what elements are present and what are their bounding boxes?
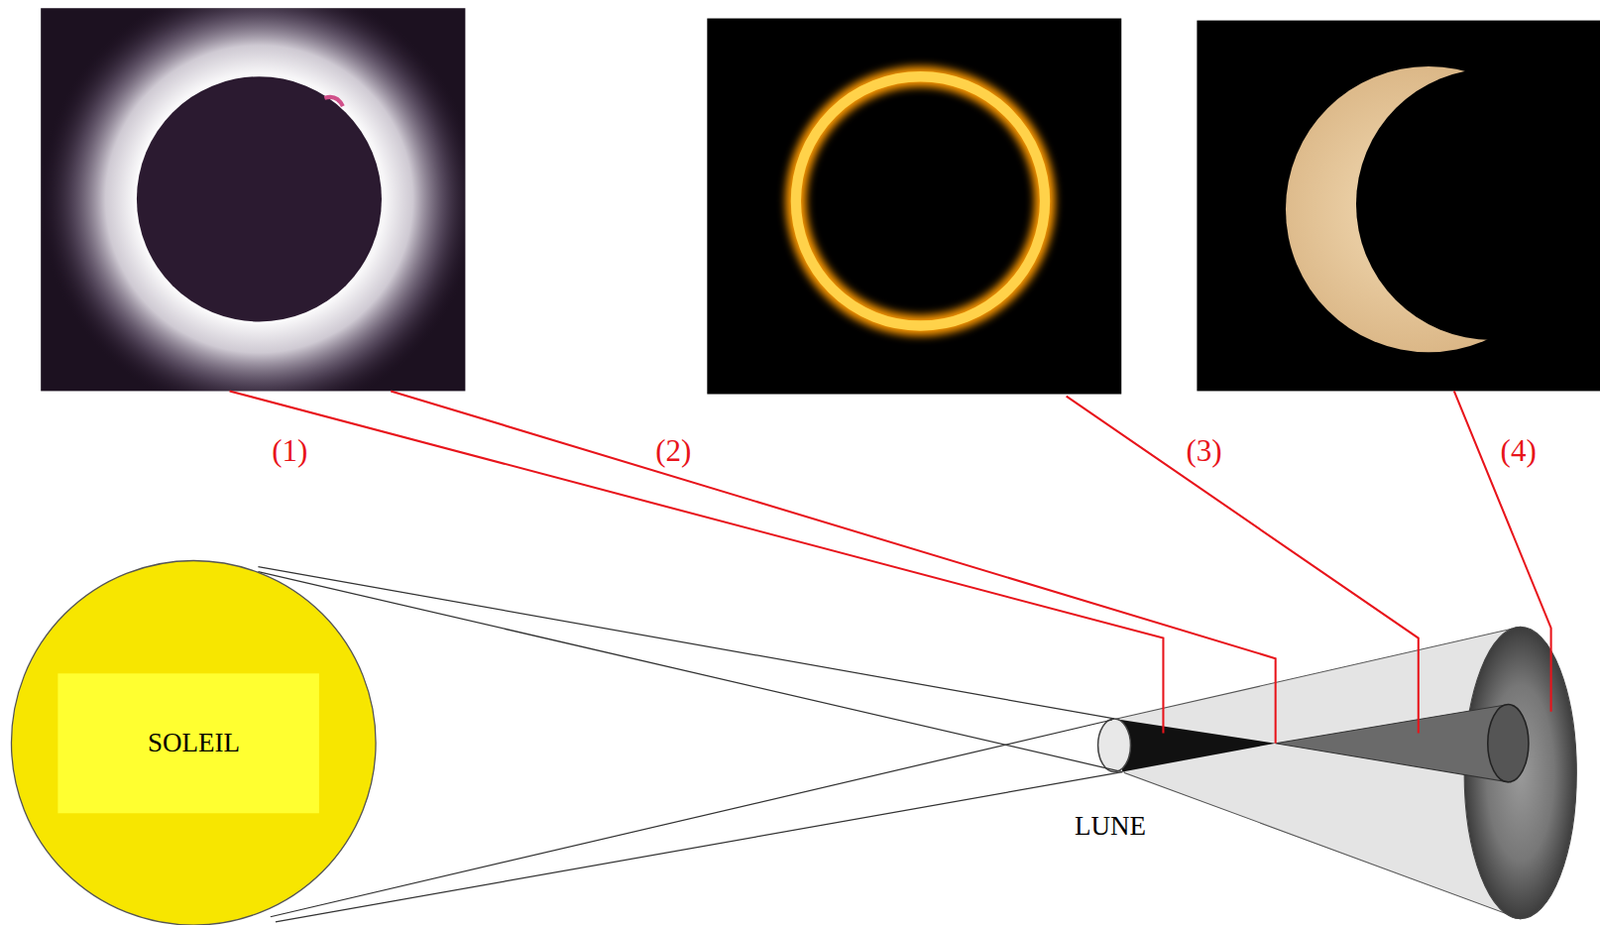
callout-number: (4) <box>1497 433 1540 469</box>
node-text: SOLEIL <box>147 727 240 759</box>
moon-label: LUNE <box>1069 807 1151 845</box>
shadow-cones <box>1098 626 1578 919</box>
node-text: LUNE <box>1074 810 1146 842</box>
sun-rays <box>257 567 1123 922</box>
sun-circle <box>11 561 377 925</box>
leader-lines <box>229 390 1552 743</box>
callout-number: (1) <box>268 433 311 469</box>
total-eclipse-photo <box>39 0 479 419</box>
partial-eclipse-photo <box>1196 20 1600 392</box>
sun-disc: SOLEIL <box>9 559 378 925</box>
callout-number: (3) <box>1183 433 1226 469</box>
moon-body <box>1098 718 1132 773</box>
sun-highlight <box>58 673 321 813</box>
annular-eclipse-photo <box>706 18 1122 395</box>
callout-number: (2) <box>652 433 694 469</box>
